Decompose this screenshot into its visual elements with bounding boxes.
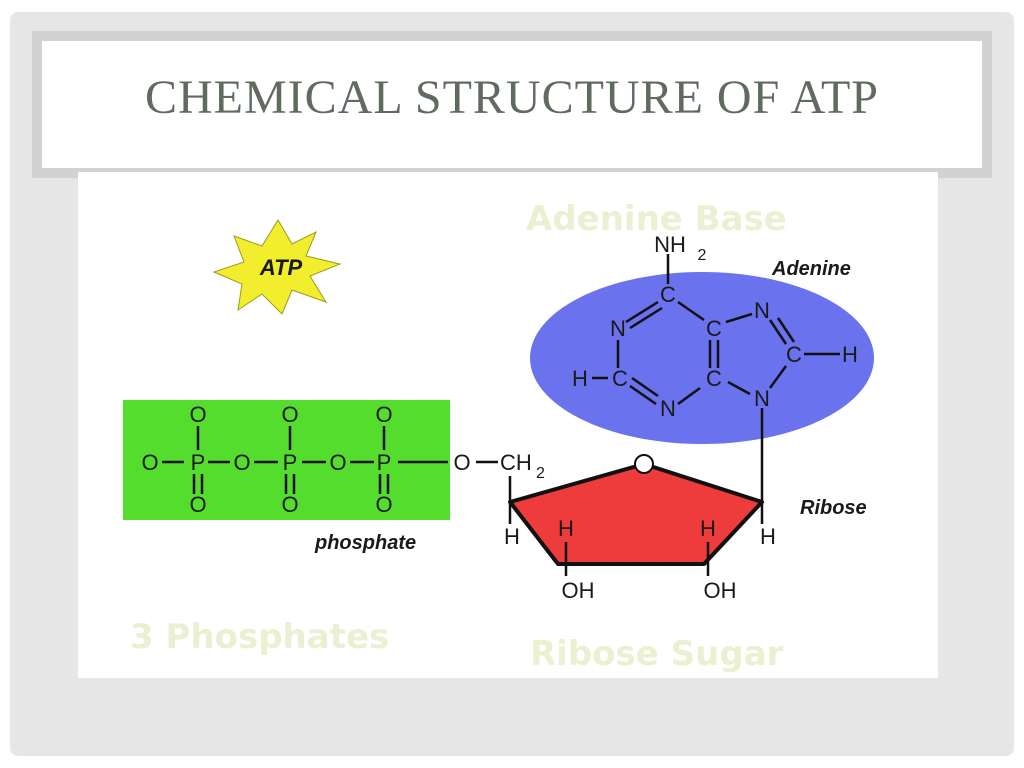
- atom-n: N: [610, 316, 626, 341]
- annotation-ribose-sugar: Ribose Sugar: [530, 634, 784, 674]
- atom-p: P: [191, 450, 206, 475]
- atom-o: O: [189, 402, 206, 427]
- atom-c: C: [786, 342, 802, 367]
- atom-o: O: [281, 402, 298, 427]
- phosphate-label: phosphate: [314, 532, 416, 554]
- atom-ch: CH: [500, 450, 532, 475]
- atom-h: H: [760, 524, 776, 549]
- phosphate-atoms: O P O P O P O O O O O O O: [141, 402, 470, 517]
- ch2-group: CH 2: [500, 450, 545, 482]
- atom-o: O: [453, 450, 470, 475]
- atom-o: O: [233, 450, 250, 475]
- atom-n: N: [660, 396, 676, 421]
- phosphate-box: [123, 400, 450, 520]
- atom-o: O: [375, 402, 392, 427]
- adenine-label: Adenine: [771, 258, 851, 280]
- ribose-atoms: H H H H OH OH: [504, 516, 776, 603]
- atp-structure-figure: Adenine Base 3 Phosphates Ribose Sugar A…: [78, 172, 938, 678]
- atom-c: C: [612, 366, 628, 391]
- adenine-ellipse: [530, 272, 874, 444]
- slide-title: Chemical Structure of ATP: [145, 71, 879, 124]
- atom-oh: OH: [704, 578, 737, 603]
- atom-p: P: [283, 450, 298, 475]
- ribose-ring: [508, 462, 764, 566]
- title-panel: Chemical Structure of ATP: [42, 41, 982, 168]
- atom-o: O: [281, 492, 298, 517]
- atom-n: N: [754, 298, 770, 323]
- atom-o: O: [329, 450, 346, 475]
- atom-c: C: [660, 282, 676, 307]
- adenine-atoms: NH 2 C N C N C H H C C N N: [572, 232, 858, 421]
- atom-o: O: [141, 450, 158, 475]
- atp-diagram-svg: Adenine Base 3 Phosphates Ribose Sugar A…: [123, 199, 874, 674]
- atom-nh-sub: 2: [698, 247, 707, 264]
- atom-nh: NH: [654, 232, 686, 257]
- atom-h: H: [700, 516, 716, 541]
- ring-oxygen: [634, 454, 654, 474]
- title-frame: Chemical Structure of ATP: [32, 31, 992, 178]
- atom-c: C: [706, 316, 722, 341]
- atom-h: H: [572, 366, 588, 391]
- bond-lines: [162, 254, 840, 576]
- atp-star-icon: ATP: [212, 219, 342, 315]
- atom-h: H: [504, 524, 520, 549]
- annotation-three-phosphates: 3 Phosphates: [130, 617, 389, 657]
- atom-h: H: [558, 516, 574, 541]
- atom-o: O: [375, 492, 392, 517]
- atp-star-label: ATP: [259, 255, 303, 280]
- ribose-label: Ribose: [800, 497, 867, 519]
- atom-n: N: [754, 386, 770, 411]
- annotation-adenine-base: Adenine Base: [526, 199, 787, 239]
- atom-o: O: [189, 492, 206, 517]
- atom-oh: OH: [562, 578, 595, 603]
- atom-ch-sub: 2: [536, 465, 545, 482]
- atom-p: P: [377, 450, 392, 475]
- atom-c: C: [706, 366, 722, 391]
- atom-h: H: [842, 342, 858, 367]
